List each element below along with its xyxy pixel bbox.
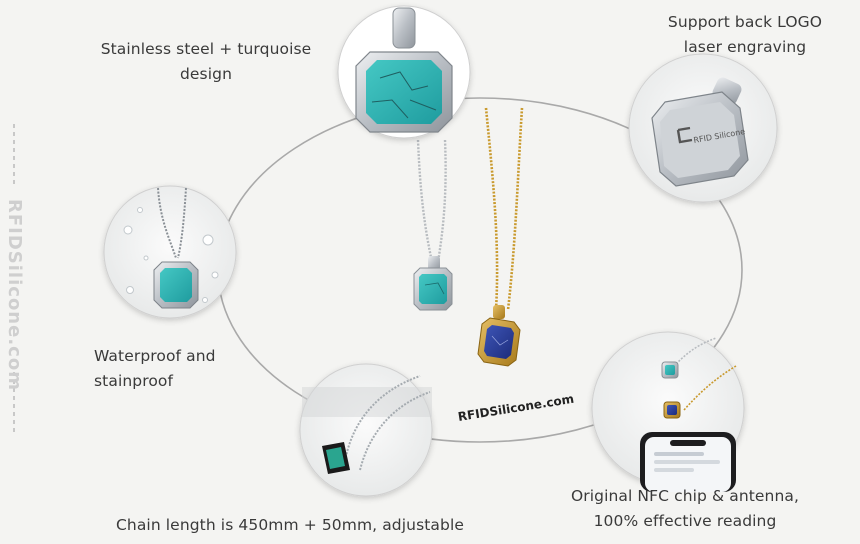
- gold-chain: [484, 107, 524, 311]
- caption-line: design: [179, 65, 233, 83]
- caption-stainless-turquoise: Stainless steel + turquoise design: [96, 37, 316, 87]
- caption-line: Chain length is 450mm + 50mm, adjustable: [115, 516, 465, 534]
- watermark-dash-bottom: [13, 372, 15, 432]
- caption-logo-engraving: Support back LOGO laser engraving: [640, 10, 850, 60]
- watermark-dash-top: [13, 124, 15, 184]
- circle-chain-length: [299, 363, 433, 497]
- caption-waterproof: Waterproof and stainproof: [94, 344, 254, 394]
- watermark-text: RFIDSilicone.com: [4, 199, 25, 391]
- circle-waterproof: [103, 185, 237, 319]
- caption-chain-length: Chain length is 450mm + 50mm, adjustable: [100, 513, 480, 538]
- caption-line: laser engraving: [683, 38, 807, 56]
- gold-pendant-center: [477, 317, 521, 367]
- silver-pendant-center: [413, 267, 453, 311]
- caption-line: stainproof: [94, 372, 174, 390]
- caption-line: Stainless steel + turquoise: [100, 40, 312, 58]
- caption-line: Original NFC chip & antenna,: [570, 487, 800, 505]
- caption-line: Support back LOGO: [667, 13, 823, 31]
- caption-line: 100% effective reading: [593, 512, 777, 530]
- caption-line: Waterproof and: [94, 347, 216, 365]
- silver-chain: [416, 139, 447, 263]
- caption-nfc-chip: Original NFC chip & antenna, 100% effect…: [560, 484, 810, 534]
